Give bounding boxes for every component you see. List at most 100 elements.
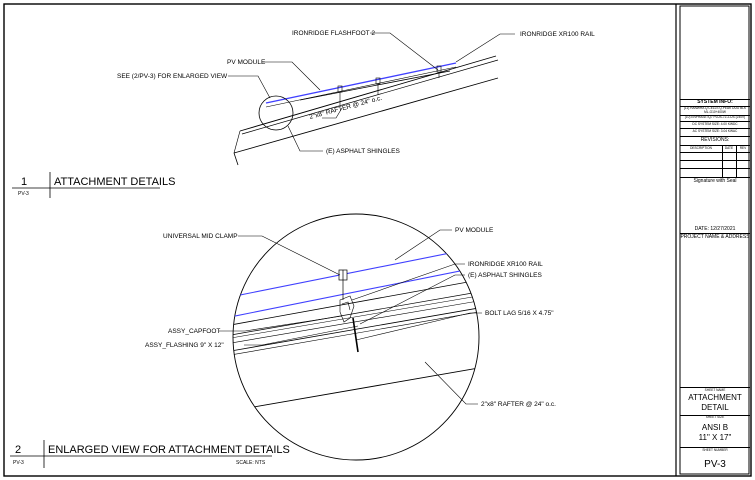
project-name-header: PROJECT NAME & ADDRESS (680, 234, 750, 240)
label-shingles: (E) ASPHALT SHINGLES (326, 148, 400, 155)
tb-line (680, 145, 750, 146)
detail2-shingle-2 (233, 293, 479, 340)
label-rail: IRONRIDGE XR100 RAIL (520, 31, 595, 38)
tb-line (680, 387, 750, 388)
sheet-size-header: SHEET SIZE (705, 415, 725, 419)
tb-line (680, 99, 750, 100)
sheet-name-header: SHEET NAME (704, 388, 726, 392)
system-info-line-4: DC SYSTEM SIZE: 4.00 KWDC (692, 122, 738, 126)
title-block-frame (679, 5, 750, 475)
detail-2-title-block: 2 ENLARGED VIEW FOR ATTACHMENT DETAILS P… (10, 440, 290, 468)
revisions-header: REVISIONS: (700, 137, 730, 143)
tb-line (680, 160, 750, 161)
detail2-enlarge-circle (232, 213, 480, 461)
system-info-line-3: (10) ENPHASE IQ7 PLUS-72-2-US (240V) (684, 115, 746, 119)
label2-flashing: ASSY_FLASHING 9" X 12" (145, 342, 224, 349)
detail1-sheet-ref: PV-3 (18, 191, 29, 197)
label2-rafter: 2"x8" RAFTER @ 24" o.c. (481, 401, 556, 408)
label-pv-module: PV MODULE (227, 59, 266, 66)
detail1-rafter-bottom (233, 77, 499, 154)
detail1-roof-line-2 (241, 59, 499, 135)
sheet-number-header: SHEET NUMBER (702, 448, 728, 452)
detail2-title: ENLARGED VIEW FOR ATTACHMENT DETAILS (48, 444, 290, 456)
tb-line (680, 128, 750, 129)
detail2-shingle-1 (233, 289, 479, 337)
sheet-size-line2: 11" X 17" (698, 433, 732, 442)
sheet-number: PV-3 (704, 459, 726, 470)
detail1-rafter-end2 (233, 130, 241, 154)
system-info-header: SYSTEM INFO: (697, 99, 733, 105)
revision-col-date: DATE (724, 146, 734, 150)
leader2-rafter (424, 361, 478, 405)
detail1-pv-module (265, 62, 457, 104)
detail2-rafter-bottom (233, 365, 479, 413)
sheet-size-line1: ANSI B (701, 423, 729, 432)
label-see-enlarged: SEE (2/PV-3) FOR ENLARGED VIEW (117, 73, 228, 80)
leader-pv-module (262, 61, 321, 91)
tb-line (680, 168, 750, 169)
leader-rail (455, 33, 515, 63)
detail1-flashfoot-1 (337, 85, 343, 105)
system-info-line-1: (11) HANWHA Q.CELLS Q.PEAK DUO BLK (683, 106, 747, 110)
title-block: SYSTEM INFO: (11) HANWHA Q.CELLS Q.PEAK … (680, 4, 750, 476)
detail1-enlarge-circle (258, 95, 294, 131)
leader2-shingles (359, 274, 465, 325)
label2-bolt: BOLT LAG 5/16 X 4.75" (485, 310, 554, 317)
detail2-sheet-ref: PV-3 (13, 460, 24, 466)
detail2-number: 2 (15, 444, 21, 456)
revision-col-divider (736, 145, 737, 177)
sheet-name-line1: ATTACHMENT (688, 393, 742, 402)
label2-pv-module: PV MODULE (455, 227, 494, 234)
tb-line (680, 415, 750, 416)
leader-shingles (287, 125, 323, 152)
detail2-pv-module-bottom (233, 264, 479, 319)
tb-line (680, 152, 750, 153)
detail2-roof-deck-2 (233, 309, 479, 357)
label2-capfoot: ASSY_CAPFOOT (168, 328, 220, 335)
leader-rafter (322, 107, 343, 119)
label2-shingles: (E) ASPHALT SHINGLES (468, 272, 542, 279)
detail1-rail (299, 70, 451, 101)
leader2-rail (351, 263, 465, 301)
tb-line (680, 121, 750, 122)
detail2-scale: SCALE: NTS (236, 460, 266, 466)
signature-label: Signature with Seal (693, 178, 737, 184)
detail-2-drawing: UNIVERSAL MID CLAMP PV MODULE IRONRIDGE … (145, 213, 556, 461)
detail1-flashfoot-3 (436, 65, 442, 78)
detail2-rail (233, 277, 479, 327)
drawing-date: DATE: 12/27/2021 (694, 226, 736, 232)
tb-line (680, 106, 750, 107)
detail2-roof-deck (233, 305, 479, 353)
detail1-roof-line-top (239, 55, 497, 132)
detail1-rafter-end (233, 152, 239, 166)
label-flashfoot: IRONRIDGE FLASHFOOT 2 (292, 30, 375, 37)
revision-col-divider (722, 145, 723, 177)
detail1-flashfoot-2 (375, 77, 381, 95)
detail1-title: ATTACHMENT DETAILS (54, 176, 175, 188)
leader2-mid-clamp (238, 235, 341, 276)
leader-flashfoot (370, 32, 439, 71)
detail2-flashing (233, 298, 479, 345)
detail2-pv-module-top (233, 244, 479, 299)
detail1-pv-module-underside (265, 66, 457, 108)
sheet-name-line2: DETAIL (701, 403, 729, 412)
revision-col-rev: REV (739, 146, 747, 150)
detail2-bolt-lag (352, 317, 359, 353)
tb-line (680, 233, 750, 234)
leader2-flashing (244, 325, 359, 346)
sheet-border (3, 3, 752, 477)
detail2-mid-clamp (338, 269, 348, 300)
revision-col-description: DESCRIPTION (690, 146, 712, 150)
detail-1-drawing: IRONRIDGE FLASHFOOT 2 IRONRIDGE XR100 RA… (117, 30, 595, 166)
system-info-line-5: AC SYSTEM SIZE: 3.04 KWAC (692, 129, 738, 133)
system-info-line-2: ML-G10+400W (704, 110, 726, 114)
leader2-bolt (355, 312, 482, 341)
label2-mid-clamp: UNIVERSAL MID CLAMP (163, 233, 238, 240)
tb-line (680, 136, 750, 137)
detail2-capfoot (339, 295, 355, 323)
leader-see-enlarged (228, 75, 271, 99)
detail-1-title-block: 1 ATTACHMENT DETAILS PV-3 (12, 172, 175, 198)
tb-line (680, 447, 750, 448)
leader2-capfoot (219, 315, 343, 332)
